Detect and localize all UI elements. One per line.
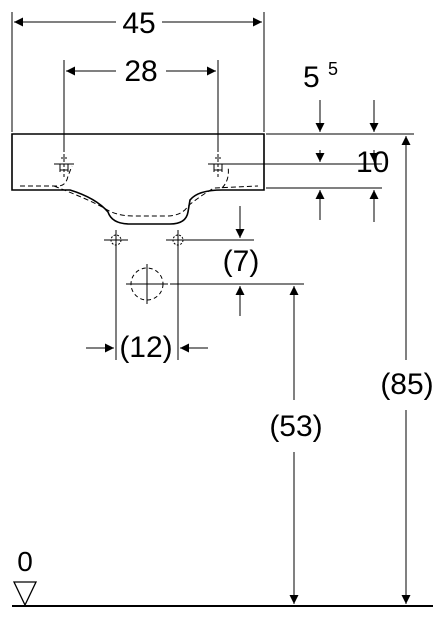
label-tap-hole-height: 10 xyxy=(356,146,389,179)
tap-hole-right xyxy=(208,154,228,178)
label-drain-offset: (7) xyxy=(223,245,260,278)
waste-outlet xyxy=(126,264,168,304)
label-width-total: 45 xyxy=(122,7,155,40)
basin-outline xyxy=(11,133,265,225)
triangle-down-icon xyxy=(12,581,38,607)
label-rim-depth-sup: 5 xyxy=(328,59,338,79)
label-rim-height: (85) xyxy=(380,368,433,401)
label-drain-spacing: (12) xyxy=(119,331,172,364)
tap-hole-left xyxy=(54,154,74,178)
label-rim-depth-main: 5 xyxy=(303,61,320,94)
label-rim-depth: 5 5 xyxy=(303,59,338,94)
label-drain-height: (53) xyxy=(269,410,322,443)
dimension-lines xyxy=(11,12,414,604)
label-floor-level: 0 xyxy=(17,546,33,577)
label-hole-spacing: 28 xyxy=(124,55,157,88)
basin-inner-contour xyxy=(20,165,259,217)
